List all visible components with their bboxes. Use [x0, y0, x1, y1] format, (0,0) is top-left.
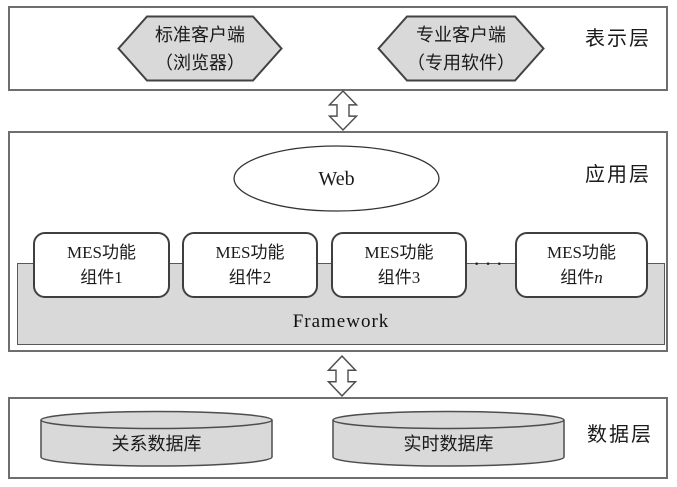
data-layer-label: 数据层 [587, 424, 653, 446]
mes-component-3: MES功能 组件3 [331, 232, 467, 298]
bidirectional-arrow-icon [328, 90, 358, 131]
mes-component-2: MES功能 组件2 [182, 232, 318, 298]
presentation-layer-box [8, 6, 668, 91]
professional-client-label: 专业客户端 （专用软件） [377, 15, 545, 82]
bidirectional-arrow-icon [327, 355, 357, 397]
relational-database-label: 关系数据库 [111, 434, 202, 454]
mes-component-n-line1: MES功能 [547, 243, 616, 262]
database-cylinder-icon [332, 410, 565, 467]
mes-component-3-line1: MES功能 [364, 243, 434, 262]
web-ellipse: Web [233, 145, 440, 212]
standard-client-hexagon: 标准客户端 （浏览器） [117, 15, 283, 82]
mes-component-2-line2: 组件2 [228, 268, 272, 287]
ellipse-shape [233, 145, 440, 212]
mes-component-1-line1: MES功能 [67, 243, 136, 262]
standard-client-line2: （浏览器） [155, 52, 245, 73]
realtime-database-label: 实时数据库 [403, 434, 494, 454]
hexagon-shape [377, 15, 545, 82]
professional-client-line2: （专用软件） [407, 52, 515, 73]
application-layer-label: 应用层 [585, 164, 651, 186]
relational-database-cylinder: 关系数据库 [40, 410, 273, 467]
framework-label: Framework [292, 311, 390, 332]
database-cylinder-icon [40, 410, 273, 467]
mes-component-n-line2: 组件n [560, 268, 603, 287]
mes-component-1: MES功能 组件1 [33, 232, 170, 298]
standard-client-label: 标准客户端 （浏览器） [117, 15, 283, 82]
presentation-layer-label: 表示层 [585, 28, 651, 50]
mes-component-1-line2: 组件1 [80, 268, 123, 287]
professional-client-hexagon: 专业客户端 （专用软件） [377, 15, 545, 82]
realtime-database-cylinder: 实时数据库 [332, 410, 565, 467]
professional-client-line1: 专业客户端 [416, 24, 506, 45]
standard-client-line1: 标准客户端 [155, 24, 245, 45]
mes-component-n: MES功能 组件n [515, 232, 648, 298]
mes-component-2-line1: MES功能 [215, 243, 285, 262]
hexagon-shape [117, 15, 283, 82]
mes-component-3-line2: 组件3 [377, 268, 421, 287]
ellipsis-more-components: ··· [473, 251, 507, 276]
web-label: Web [318, 167, 355, 190]
